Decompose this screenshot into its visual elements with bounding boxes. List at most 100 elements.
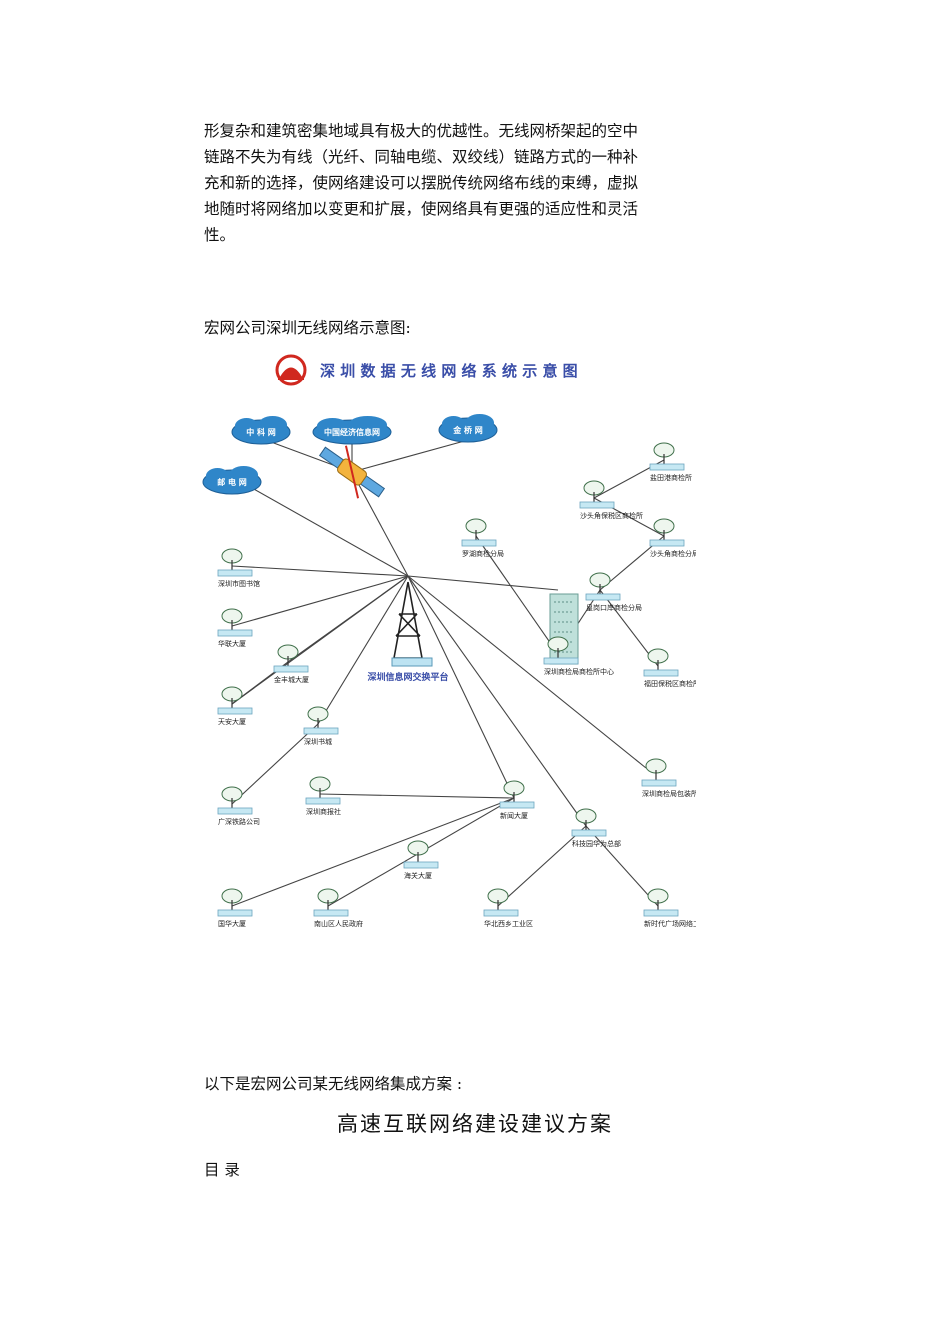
network-node: 新闻大厦 — [499, 780, 535, 820]
node-label: 新时代广场网络工程部 — [644, 919, 696, 928]
paragraph-line: 地随时将网络加以变更和扩展，使网络具有更强的适应性和灵活 — [204, 200, 639, 218]
satellite-dish-icon — [403, 840, 439, 869]
network-links — [231, 439, 665, 907]
diagram-title: 深 圳 数 据 无 线 网 络 系 统 示 意 图 — [320, 362, 578, 380]
hub-link — [407, 575, 559, 591]
satellite-dish-icon — [543, 636, 579, 665]
satellite-dish-icon — [499, 780, 535, 809]
hub-tower: 深圳信息网交换平台 — [367, 581, 579, 683]
network-cloud: 中国经济信息网 — [312, 416, 392, 445]
network-node: 国华大厦 — [217, 888, 253, 928]
hub-link — [407, 575, 647, 769]
satellite-dish-icon — [273, 644, 309, 673]
satellite-dish-icon — [217, 608, 253, 637]
satellite-dish-icon — [585, 572, 621, 601]
paragraph-line: 充和新的选择，使网络建设可以摆脱传统网络布线的束缚，虚拟 — [204, 174, 639, 192]
hub-link — [231, 575, 409, 627]
network-node: 皇岗口岸商检分局 — [585, 572, 642, 612]
network-node: 天安大厦 — [217, 686, 253, 726]
node-link — [319, 793, 515, 799]
cloud-label: 邮 电 网 — [217, 477, 247, 487]
network-node: 南山区人民政府 — [313, 888, 363, 928]
satellite-dish-icon — [643, 888, 679, 917]
node-link — [231, 723, 319, 805]
node-label: 深圳书城 — [304, 737, 332, 746]
node-link — [231, 797, 515, 907]
node-label: 福田保税区商检所 — [644, 679, 696, 688]
network-node: 深圳商检局商检所中心 — [543, 636, 614, 676]
network-node: 新时代广场网络工程部 — [643, 888, 696, 928]
network-node: 盐田港商检所 — [649, 442, 692, 482]
node-link — [475, 535, 559, 655]
network-node: 深圳书城 — [303, 706, 339, 746]
node-label: 深圳商检局商检所中心 — [544, 667, 614, 676]
node-label: 天安大厦 — [218, 717, 246, 726]
network-cloud: 邮 电 网 — [202, 466, 262, 495]
node-label: 皇岗口岸商检分局 — [586, 603, 642, 612]
satellite-dish-icon — [579, 480, 615, 509]
node-label: 金丰城大厦 — [274, 675, 309, 684]
satellite-dish-icon — [461, 518, 497, 547]
satellite-dish-icon — [303, 706, 339, 735]
hub-link — [407, 575, 515, 799]
satellite-dish-icon — [305, 776, 341, 805]
satellite-dish-icon — [641, 758, 677, 787]
paragraph-line: 性。 — [204, 226, 236, 244]
hub-link — [251, 487, 409, 577]
document-title: 高速互联网络建设建议方案 — [337, 1112, 613, 1136]
hub-link — [407, 575, 587, 827]
node-label: 新闻大厦 — [500, 811, 528, 820]
node-label: 华北西乡工业区 — [484, 919, 533, 928]
network-node: 广深铁路公司 — [217, 786, 260, 826]
node-label: 盐田港商检所 — [650, 473, 692, 482]
network-node: 沙头角商检分局 — [649, 518, 696, 558]
server-rack-icon — [549, 593, 579, 665]
satellite-dish-icon — [483, 888, 519, 917]
node-label: 南山区人民政府 — [314, 919, 363, 928]
satellite-dish-icon — [217, 548, 253, 577]
hub-label: 深圳信息网交换平台 — [367, 671, 448, 683]
node-label: 罗湖商检分局 — [462, 549, 504, 558]
node-label: 深圳商报社 — [306, 807, 341, 816]
satellite-dish-icon — [217, 686, 253, 715]
node-label: 科技园华为总部 — [572, 839, 621, 848]
node-label: 海关大厦 — [404, 871, 432, 880]
network-node: 科技园华为总部 — [571, 808, 621, 848]
node-label: 广深铁路公司 — [218, 817, 260, 826]
node-label: 沙头角保税区商检所 — [580, 511, 643, 520]
body-paragraph: 形复杂和建筑密集地域具有极大的优越性。无线网桥架起的空中 链路不失为有线（光纤、… — [204, 118, 690, 248]
network-node: 深圳商报社 — [305, 776, 341, 816]
paragraph-line: 形复杂和建筑密集地域具有极大的优越性。无线网桥架起的空中 — [204, 122, 639, 140]
network-node: 福田保税区商检所 — [643, 648, 696, 688]
network-cloud: 金 桥 网 — [438, 414, 498, 443]
network-node: 华北西乡工业区 — [483, 888, 533, 928]
node-label: 深圳商检局包装所 — [642, 789, 696, 798]
network-node: 海关大厦 — [403, 840, 439, 880]
hub-link — [351, 471, 409, 577]
network-node: 深圳市图书馆 — [217, 548, 260, 588]
network-node: 深圳商检局包装所 — [641, 758, 696, 798]
diagram-logo-icon — [275, 354, 307, 386]
network-cloud: 中 科 网 — [231, 416, 291, 445]
tower-icon — [391, 581, 433, 667]
satellite-dish-icon — [313, 888, 349, 917]
node-label: 华联大厦 — [218, 639, 246, 648]
network-clouds: 中 科 网 中国经济信息网 金 桥 网邮 电 网 — [202, 414, 498, 499]
node-label: 国华大厦 — [218, 919, 246, 928]
network-node: 罗湖商检分局 — [461, 518, 504, 558]
network-diagram: 深 圳 数 据 无 线 网 络 系 统 示 意 图 中 科 网 中国经济信息网 金 … — [202, 354, 696, 928]
satellite-icon — [318, 445, 386, 499]
satellite-dish-icon — [217, 786, 253, 815]
intro-line: 以下是宏网公司某无线网络集成方案 : — [204, 1075, 463, 1093]
hub-link — [317, 575, 409, 725]
network-node: 金丰城大厦 — [273, 644, 309, 684]
node-link — [585, 825, 659, 907]
cloud-label: 金 桥 网 — [452, 425, 483, 435]
satellite-link — [351, 439, 469, 473]
network-node: 沙头角保税区商检所 — [579, 480, 643, 520]
paragraph-line: 链路不失为有线（光纤、同轴电缆、双绞线）链路方式的一种补 — [204, 148, 639, 166]
network-node: 华联大厦 — [217, 608, 253, 648]
hub-link — [231, 565, 409, 577]
cloud-label: 中 科 网 — [246, 427, 276, 437]
